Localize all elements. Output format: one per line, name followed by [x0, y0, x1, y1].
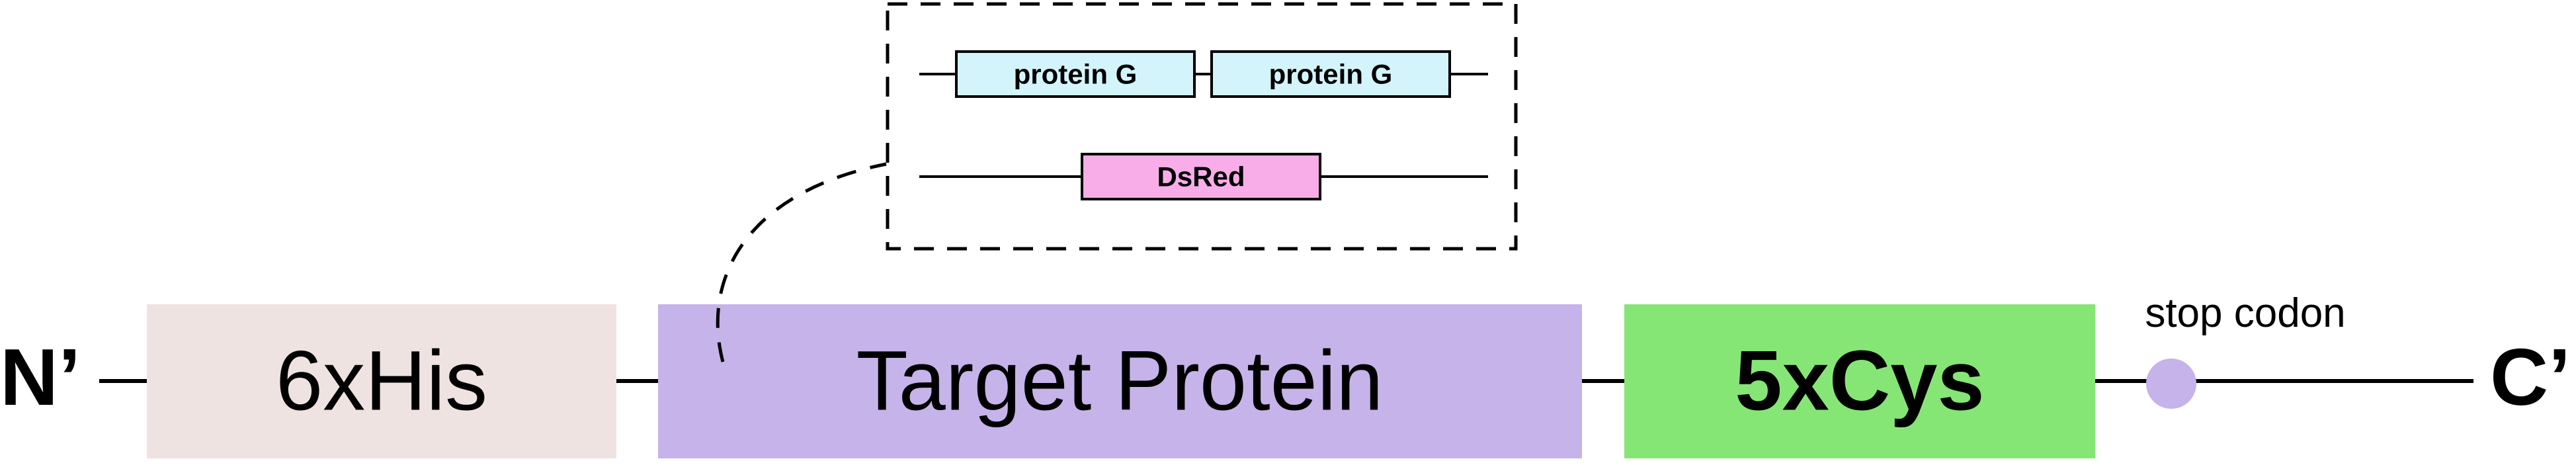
- cys-tag-box: [1624, 304, 2095, 458]
- c-terminus-label: C’: [2490, 332, 2571, 422]
- target-protein-label: Target Protein: [856, 334, 1384, 429]
- protein-g-box-2: [1210, 50, 1451, 98]
- protein-g-label-1: protein G: [1014, 59, 1138, 90]
- protein-g-box-1: [955, 50, 1196, 98]
- his-tag-box: [147, 304, 616, 458]
- inset-frame: [886, 2, 1518, 251]
- his-tag-label: 6xHis: [276, 334, 487, 429]
- stop-codon-dot: [2146, 359, 2196, 409]
- dsred-box: [1081, 153, 1321, 200]
- cys-tag-label: 5xCys: [1735, 334, 1984, 429]
- dsred-row: DsRed: [919, 153, 1488, 200]
- n-terminus-label: N’: [0, 332, 81, 422]
- inset-connector: [716, 162, 887, 362]
- target-protein-box: [658, 304, 1582, 458]
- dsred-label: DsRed: [1157, 161, 1245, 192]
- stop-codon-label: stop codon: [2145, 290, 2345, 336]
- protein-g-label-2: protein G: [1269, 59, 1393, 90]
- protein-g-row: protein G protein G: [919, 50, 1488, 98]
